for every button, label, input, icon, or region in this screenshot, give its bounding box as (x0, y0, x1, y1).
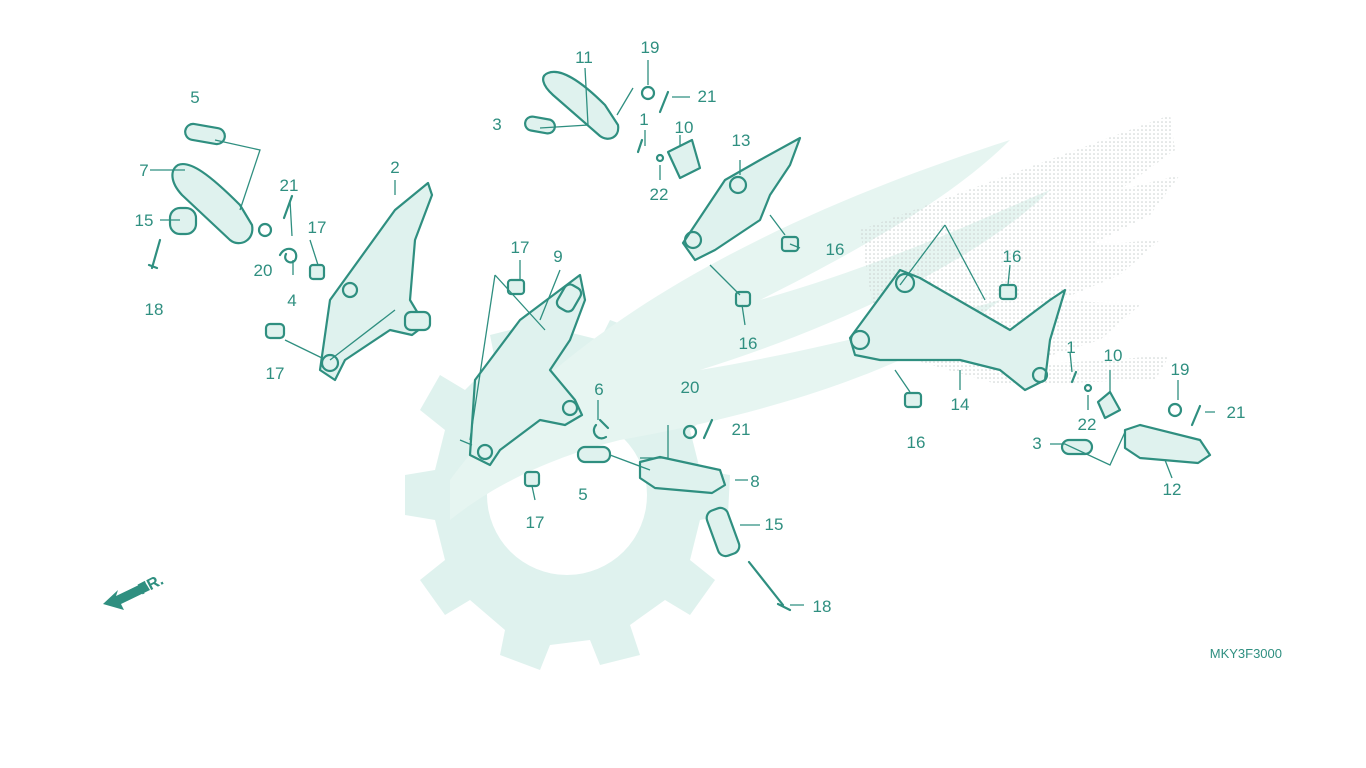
callout-17[interactable]: 17 (526, 513, 545, 532)
diagram-code: MKY3F3000 (1210, 646, 1282, 661)
washer (640, 85, 656, 101)
callout-18[interactable]: 18 (813, 597, 832, 616)
center-bracket-assembly (459, 260, 804, 612)
callout-17[interactable]: 17 (308, 218, 327, 237)
callout-2[interactable]: 2 (390, 158, 399, 177)
callout-16[interactable]: 16 (1003, 247, 1022, 266)
callout-16[interactable]: 16 (907, 433, 926, 452)
callout-15[interactable]: 15 (765, 515, 784, 534)
callout-9[interactable]: 9 (553, 247, 562, 266)
arrow-icon (103, 582, 150, 610)
peg-pin (1060, 438, 1094, 456)
right-footpeg-assembly (848, 224, 1215, 479)
left-footpeg-assembly (147, 122, 434, 382)
washer (682, 424, 698, 440)
callout-21[interactable]: 21 (698, 87, 717, 106)
footpeg-rubber (638, 455, 727, 495)
small-bolt (523, 470, 541, 488)
washer (1167, 402, 1183, 418)
long-bolt (747, 560, 792, 612)
footpeg-rubber (171, 162, 254, 245)
small-bolt (264, 322, 286, 340)
small-bolt (998, 283, 1018, 301)
cotter-pin (702, 418, 714, 440)
small-bolt (903, 391, 923, 409)
small-bolt (506, 278, 526, 296)
callout-21[interactable]: 21 (732, 420, 751, 439)
callout-7[interactable]: 7 (139, 161, 148, 180)
callout-8[interactable]: 8 (750, 472, 759, 491)
callout-11[interactable]: 11 (575, 48, 593, 67)
cotter-pin (658, 90, 670, 114)
small-bolt (636, 138, 644, 154)
bracket-left (318, 181, 434, 382)
callout-14[interactable]: 14 (951, 395, 970, 414)
callout-17[interactable]: 17 (266, 364, 285, 383)
callout-16[interactable]: 16 (739, 334, 758, 353)
cotter-pin (1190, 404, 1202, 427)
callout-19[interactable]: 19 (1171, 360, 1190, 379)
callout-4[interactable]: 4 (287, 291, 296, 310)
callout-1[interactable]: 1 (1066, 338, 1075, 357)
collar (168, 206, 198, 236)
callout-21[interactable]: 21 (1227, 403, 1246, 422)
callout-10[interactable]: 10 (1104, 346, 1123, 365)
bracket-upper (681, 136, 802, 262)
clip (592, 418, 610, 440)
callout-1[interactable]: 1 (639, 110, 648, 129)
spring (278, 247, 298, 264)
front-direction-arrow: FR. (103, 572, 166, 610)
callout-19[interactable]: 19 (641, 38, 660, 57)
callout-5[interactable]: 5 (190, 88, 199, 107)
callout-21[interactable]: 21 (280, 176, 299, 195)
bracket-center (468, 273, 587, 467)
callout-5[interactable]: 5 (578, 485, 587, 504)
callout-12[interactable]: 12 (1163, 480, 1182, 499)
cotter-pin (282, 194, 294, 220)
callout-3[interactable]: 3 (492, 115, 501, 134)
peg-pin (184, 122, 226, 146)
callout-22[interactable]: 22 (1078, 415, 1097, 434)
plate (1096, 390, 1122, 420)
footpeg-rubber (542, 70, 620, 140)
washer (257, 222, 273, 238)
callout-22[interactable]: 22 (650, 185, 669, 204)
callout-20[interactable]: 20 (681, 378, 700, 397)
collar (705, 506, 741, 558)
small-bolt (734, 290, 752, 308)
plate (666, 138, 702, 180)
bracket-right (848, 268, 1067, 392)
callout-20[interactable]: 20 (254, 261, 273, 280)
callout-13[interactable]: 13 (732, 131, 751, 150)
peg-pin (524, 115, 556, 135)
callout-16[interactable]: 16 (826, 240, 845, 259)
callouts: 5 7 15 18 21 20 4 17 2 17 17 9 6 17 20 2… (135, 38, 1246, 616)
small-bolt (308, 263, 326, 281)
callout-6[interactable]: 6 (594, 380, 603, 399)
direction-label: FR. (136, 572, 167, 599)
small-bolt (1070, 370, 1078, 384)
callout-15[interactable]: 15 (135, 211, 154, 230)
callout-18[interactable]: 18 (145, 300, 164, 319)
callout-17[interactable]: 17 (511, 238, 530, 257)
peg-pin (576, 445, 612, 464)
callout-3[interactable]: 3 (1032, 434, 1041, 453)
footpeg-rubber (1123, 423, 1212, 465)
callout-10[interactable]: 10 (675, 118, 694, 137)
upper-footpeg-assembly (524, 60, 802, 326)
bolt (147, 238, 162, 270)
